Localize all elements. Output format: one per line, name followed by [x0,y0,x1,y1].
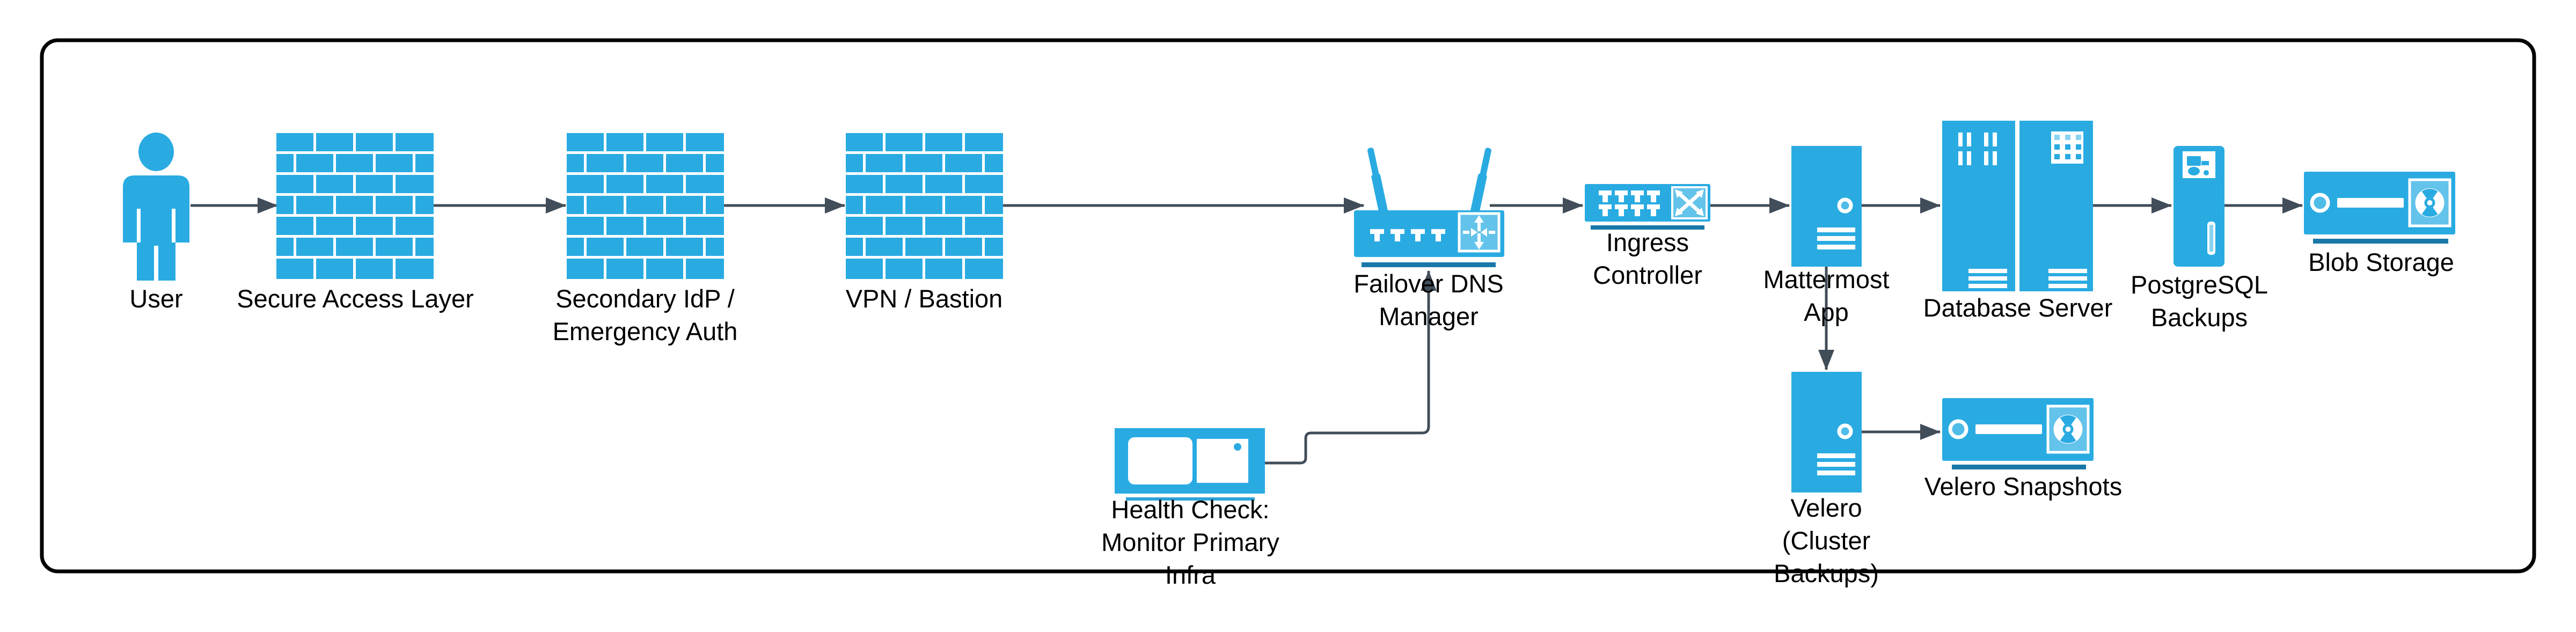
ingress-label-line2: Controller [1593,261,1702,289]
node-user[interactable]: User [123,133,189,313]
mattermost-label-line1: Mattermost [1763,265,1889,293]
postgres-label-line2: Backups [2151,303,2248,332]
edge-health-check-failover-dns [1265,270,1437,465]
shadow-bar [1952,465,2086,469]
diagram-frame [40,38,2536,574]
wireless-router-icon [1354,148,1504,267]
tape-storage-icon [2304,172,2455,234]
database-server-label: Database Server [1923,293,2113,322]
shadow-bar [2313,239,2448,244]
node-velero[interactable]: Velero (Cluster Backups) [1774,372,1879,587]
firewall-icon [276,133,434,279]
rack-servers-icon [1942,121,2093,291]
tape-storage-icon [1942,398,2094,461]
shadow-bar [1591,225,1704,230]
health-check-label-line1: Health Check: [1111,495,1269,524]
node-velero-snapshots[interactable]: Velero Snapshots [1924,398,2122,501]
node-vpn-bastion[interactable]: VPN / Bastion [846,133,1003,313]
person-icon [123,133,189,281]
node-ingress-controller[interactable]: Ingress Controller [1585,184,1710,289]
blob-storage-label: Blob Storage [2308,248,2454,276]
tower-server-icon [1791,146,1862,267]
mattermost-label-line2: App [1804,298,1849,326]
secondary-idp-label-line1: Secondary IdP / [555,284,735,313]
node-secondary-idp[interactable]: Secondary IdP / Emergency Auth [553,133,738,346]
velero-snapshots-label: Velero Snapshots [1924,472,2122,501]
postgres-label-line1: PostgreSQL [2131,270,2268,299]
tower-server-icon [1791,372,1862,493]
edges [191,197,2303,465]
user-label: User [129,284,182,313]
network-switch-icon [1585,184,1710,230]
node-health-check[interactable]: Health Check: Monitor Primary Infra [1101,428,1279,589]
node-secure-access[interactable]: Secure Access Layer [237,133,474,313]
health-check-label-line3: Infra [1165,561,1216,589]
node-failover-dns[interactable]: Failover DNS Manager [1353,147,1504,330]
node-database-server[interactable]: Database Server [1923,121,2113,322]
secure-access-label: Secure Access Layer [237,284,474,313]
vpn-bastion-label: VPN / Bastion [846,284,1003,313]
node-postgres-backups[interactable]: PostgreSQL Backups [2131,146,2268,332]
health-check-label-line2: Monitor Primary [1101,528,1279,556]
monitor-icon [1115,428,1265,501]
secondary-idp-label-line2: Emergency Auth [553,317,738,346]
node-mattermost-app[interactable]: Mattermost App [1763,146,1890,326]
velero-label-line3: Backups) [1774,559,1879,587]
firewall-icon [846,133,1003,279]
shadow-bar [1362,262,1496,267]
node-blob-storage[interactable]: Blob Storage [2304,172,2455,276]
velero-label-line1: Velero [1790,494,1862,522]
shadow-bar [1126,497,1255,501]
failover-dns-label-line2: Manager [1379,302,1479,330]
mini-tower-icon [2174,146,2224,267]
velero-label-line2: (Cluster [1782,526,1871,555]
failover-dns-label-line1: Failover DNS [1353,269,1503,298]
ingress-label-line1: Ingress [1606,228,1689,256]
firewall-icon [567,133,724,279]
